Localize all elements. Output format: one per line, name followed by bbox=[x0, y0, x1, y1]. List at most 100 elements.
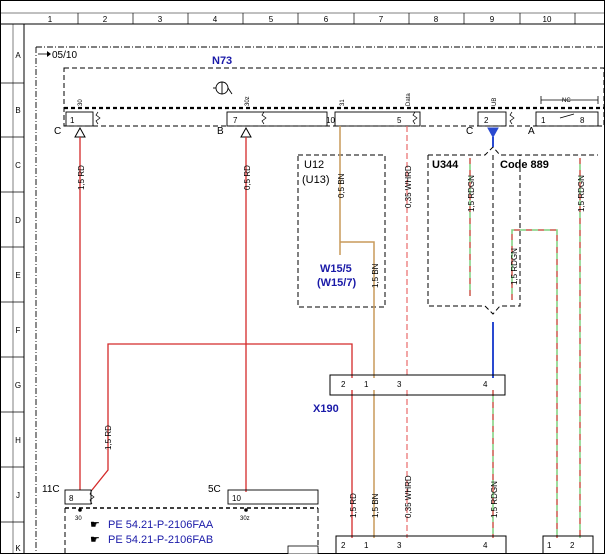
wire-labels: 1,5 RD 0,5 RD 0,5 BN 0,35 WHRD 1,5 RDGN … bbox=[77, 165, 586, 518]
col-label-7: 7 bbox=[379, 15, 384, 24]
u12-box: U12 (U13) bbox=[297, 154, 386, 308]
x190-connector: X190 2 1 3 4 bbox=[313, 374, 506, 415]
pe-references: ☛ PE 54.21-P-2106FAA ☛ PE 54.21-P-2106FA… bbox=[90, 519, 214, 546]
row-label-j: J bbox=[16, 491, 20, 500]
k-pin-2-right: 2 bbox=[570, 541, 575, 550]
nc-contact bbox=[540, 96, 599, 119]
signal-30z: 30z bbox=[245, 96, 251, 106]
wire-label-rdgn3: 1,5 RDGN bbox=[577, 175, 586, 212]
connector-5c: 5C bbox=[208, 484, 221, 495]
x190-pin-4: 4 bbox=[483, 380, 488, 389]
connector-c-left: C bbox=[54, 126, 61, 137]
row-label-b: B bbox=[15, 106, 20, 115]
col-label-10: 10 bbox=[543, 15, 552, 24]
grid-column-ticks bbox=[77, 13, 576, 24]
row-label-d: D bbox=[15, 216, 21, 225]
k-pin-1-right: 1 bbox=[547, 541, 552, 550]
k-pin-3: 3 bbox=[397, 541, 402, 550]
pin-triangle-icons bbox=[74, 126, 499, 139]
bottom-connectors: 11C 5C 8 10 30 30z bbox=[42, 484, 319, 554]
x190-pin-1: 1 bbox=[364, 380, 369, 389]
pin-1b: 1 bbox=[541, 116, 546, 125]
col-label-8: 8 bbox=[434, 15, 439, 24]
w15-5-label: W15/5 bbox=[320, 263, 352, 275]
grid-column-labels: 1 2 3 4 5 6 7 8 9 10 bbox=[48, 15, 552, 24]
pin-j10: 10 bbox=[232, 494, 241, 503]
pin-1: 1 bbox=[70, 116, 75, 125]
row-label-g: G bbox=[15, 381, 21, 390]
x190-label: X190 bbox=[313, 403, 339, 415]
pointer-hand-icon: ☛ bbox=[90, 519, 100, 531]
row-label-f: F bbox=[16, 326, 21, 335]
u12-label: U12 bbox=[304, 159, 324, 171]
bottom-mating-connector: 2 1 3 4 1 2 bbox=[335, 535, 594, 554]
wire-label-rdgn1: 1,5 RDGN bbox=[467, 175, 476, 212]
pin-5: 5 bbox=[397, 116, 402, 125]
signal-b30z: 30z bbox=[240, 516, 250, 522]
n73-module: N73 bbox=[63, 55, 605, 127]
module-frame bbox=[35, 46, 605, 554]
signal-b30: 30 bbox=[75, 516, 82, 522]
n73-pin-numbers: 1 7 10 5 2 1 8 bbox=[70, 116, 585, 125]
frame-ref: 05/10 bbox=[38, 50, 77, 61]
reference-link-1[interactable]: PE 54.21-P-2106FAA bbox=[108, 519, 214, 531]
col-label-4: 4 bbox=[213, 15, 218, 24]
wire-red-30 bbox=[79, 137, 353, 538]
signal-31: 31 bbox=[340, 99, 346, 106]
pointer-hand-icon: ☛ bbox=[90, 534, 100, 546]
n73-connector-left bbox=[65, 111, 599, 127]
frame-ref-label: 05/10 bbox=[52, 50, 77, 61]
wire-label-rd2: 0,5 RD bbox=[243, 165, 252, 190]
pin-2: 2 bbox=[484, 116, 489, 125]
col-label-1: 1 bbox=[48, 15, 53, 24]
signal-data: Data bbox=[406, 93, 412, 106]
connector-11c: 11C bbox=[42, 484, 60, 495]
connector-c-right: C bbox=[466, 126, 473, 137]
grid-row-labels: A B C D E F G H J K bbox=[15, 51, 21, 553]
wire-red-green bbox=[469, 158, 581, 538]
col-label-2: 2 bbox=[103, 15, 108, 24]
col-label-5: 5 bbox=[269, 15, 274, 24]
wire-label-rdgn2: 1,5 RDGN bbox=[510, 248, 519, 285]
k-pin-4: 4 bbox=[483, 541, 488, 550]
wire-brown bbox=[339, 126, 375, 538]
wire-label-bn2: 1,5 BN bbox=[371, 263, 380, 288]
wire-label-whrd1: 0,35 WHRD bbox=[404, 165, 413, 208]
k-pin-1: 1 bbox=[364, 541, 369, 550]
wire-label-rd3: 1,5 RD bbox=[104, 425, 113, 450]
col-label-6: 6 bbox=[324, 15, 329, 24]
wire-label-rdgn4: 1,5 RDGN bbox=[490, 481, 499, 518]
col-label-9: 9 bbox=[490, 15, 495, 24]
pin-j8: 8 bbox=[69, 494, 74, 503]
row-label-h: H bbox=[15, 436, 21, 445]
reference-link-2[interactable]: PE 54.21-P-2106FAB bbox=[108, 534, 213, 546]
signal-30: 30 bbox=[78, 99, 84, 106]
ground-symbol-icon bbox=[213, 81, 233, 95]
wire-label-rd4: 1,5 RD bbox=[349, 493, 358, 518]
pin-10: 10 bbox=[326, 116, 335, 125]
row-label-e: E bbox=[15, 271, 20, 280]
x190-pin-3: 3 bbox=[397, 380, 402, 389]
junction-dots bbox=[78, 508, 248, 512]
wire-label-whrd2: 0,35 WHRD bbox=[404, 475, 413, 518]
pin-zigzag-icons bbox=[95, 111, 515, 125]
connector-b-left: B bbox=[217, 126, 224, 137]
n73-signal-names: 30 30z 31 Data UB bbox=[78, 93, 498, 106]
row-label-a: A bbox=[15, 51, 21, 60]
wire-label-bn3: 1,5 BN bbox=[371, 493, 380, 518]
wire-label-bn1: 0,5 BN bbox=[337, 173, 346, 198]
grid-row-ticks bbox=[0, 82, 24, 523]
code889-label: Code 889 bbox=[500, 159, 549, 171]
connector-a-right: A bbox=[528, 126, 535, 137]
pin-7: 7 bbox=[233, 116, 238, 125]
row-label-c: C bbox=[15, 161, 21, 170]
nc-label: NC bbox=[562, 98, 571, 104]
w15-7-label: (W15/7) bbox=[317, 277, 356, 289]
x190-pin-2: 2 bbox=[341, 380, 346, 389]
u13-label: (U13) bbox=[302, 174, 330, 186]
signal-ub: UB bbox=[492, 98, 498, 106]
wire-label-rd1: 1,5 RD bbox=[77, 165, 86, 190]
row-label-k: K bbox=[15, 544, 21, 553]
k-pin-2: 2 bbox=[341, 541, 346, 550]
